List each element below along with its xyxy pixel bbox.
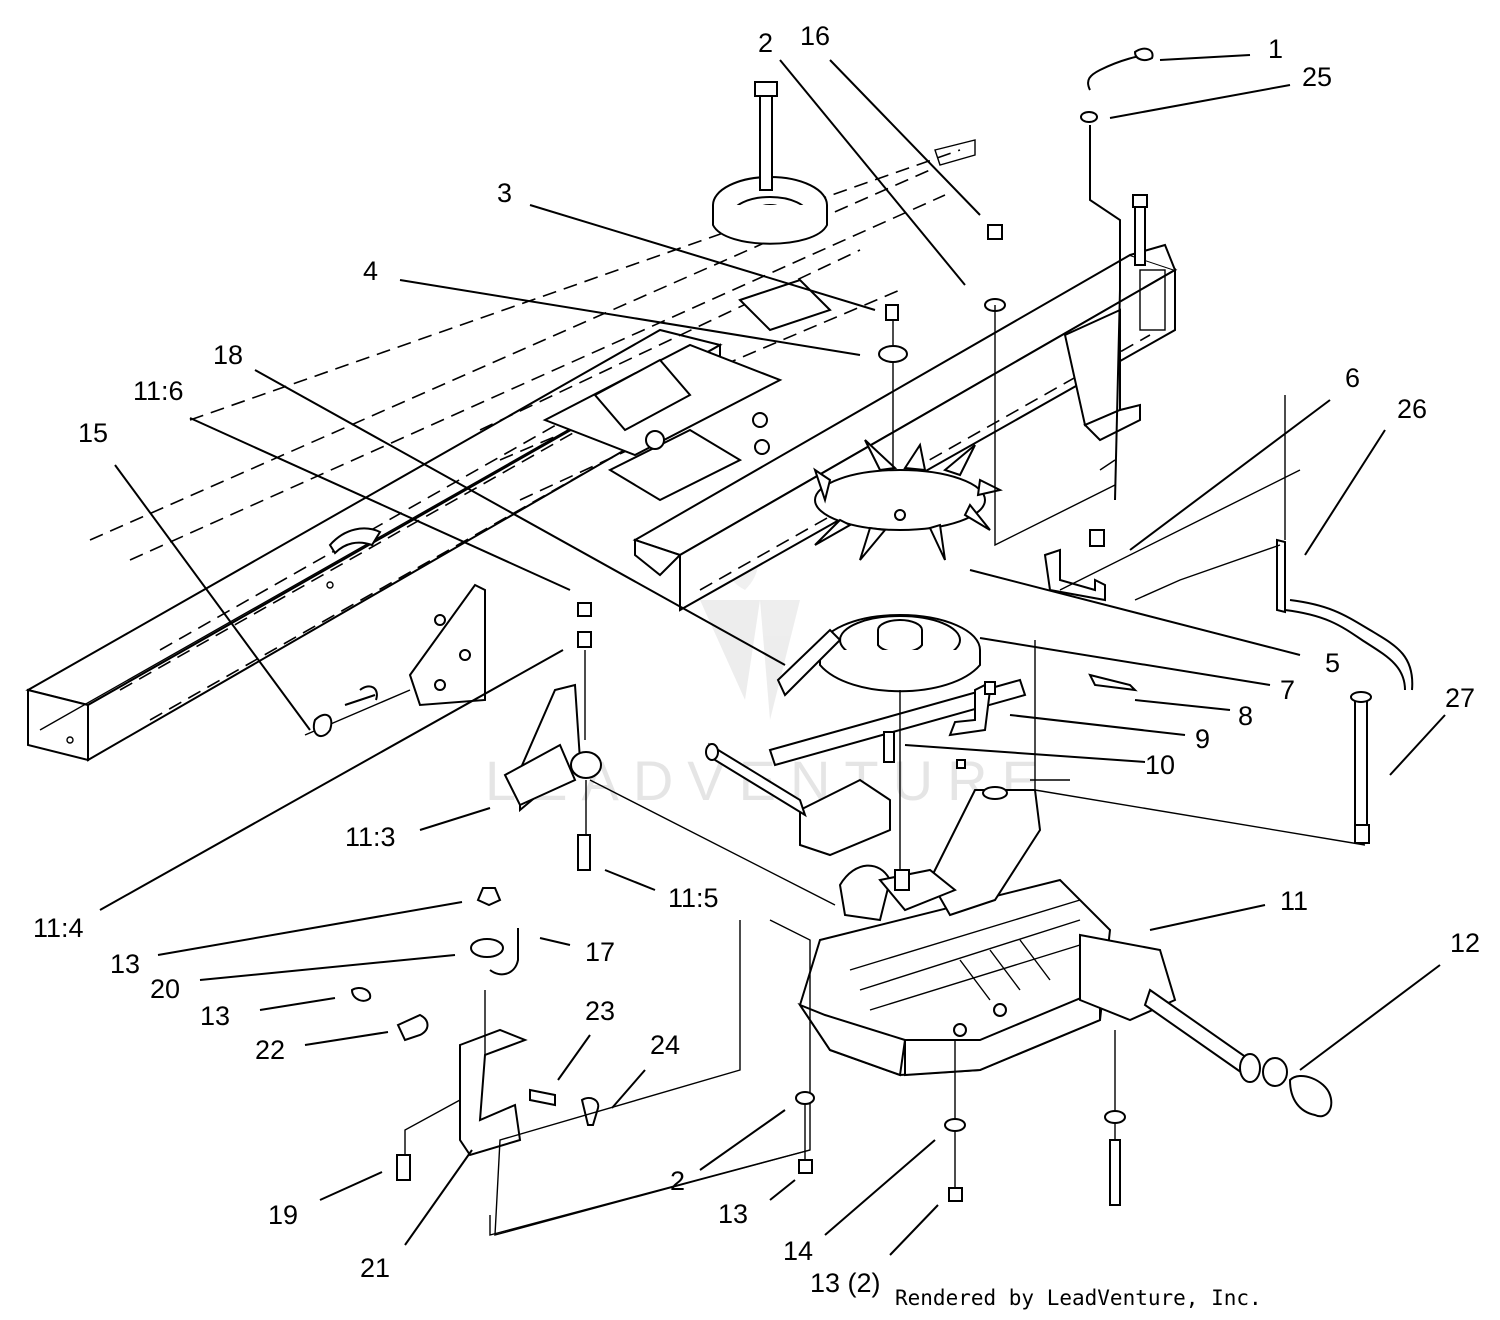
callout-6: 6 [1345, 363, 1360, 393]
callout-25: 25 [1302, 62, 1332, 92]
callout-5: 5 [1325, 648, 1340, 678]
callout-26: 26 [1397, 394, 1427, 424]
callout-7: 7 [1280, 675, 1295, 705]
lower-bracket-group [350, 887, 600, 1181]
callout-14: 14 [783, 1236, 813, 1266]
right-axle-parts [1262, 538, 1414, 1118]
callout-11-3: 11:3 [345, 822, 396, 852]
callout-18: 18 [213, 340, 243, 370]
cooling-fan [813, 439, 1003, 561]
callout-8: 8 [1238, 701, 1253, 731]
spring-assembly [304, 583, 486, 738]
callout-10: 10 [1145, 750, 1175, 780]
callout-1: 1 [1268, 34, 1283, 64]
callout-11-5: 11:5 [668, 883, 719, 913]
leader-lines [99, 54, 1446, 1256]
callout-13-2: 13 (2) [810, 1268, 881, 1298]
credit-text: Rendered by LeadVenture, Inc. [895, 1286, 1262, 1310]
callout-21: 21 [360, 1253, 390, 1283]
guide-lines [489, 305, 1366, 1236]
callout-11: 11 [1280, 886, 1308, 916]
callout-13-lower: 13 [718, 1199, 748, 1229]
hidden-frame-lines [89, 169, 946, 561]
callout-23: 23 [585, 996, 615, 1026]
transaxle [705, 742, 1261, 1083]
callout-12: 12 [1450, 928, 1480, 958]
idler-pulley [712, 81, 828, 245]
right-bracket [1063, 194, 1148, 442]
callout-2-top: 2 [758, 28, 773, 58]
callout-11-6: 11:6 [133, 376, 184, 406]
callout-13-mid: 13 [200, 1001, 230, 1031]
callout-17: 17 [585, 937, 615, 967]
link-rod-hardware [878, 47, 1154, 763]
callout-20: 20 [150, 974, 180, 1004]
callout-labels: 1 25 2 16 3 4 18 11:6 15 6 26 5 7 8 9 10… [33, 21, 1480, 1298]
drive-pulley [819, 614, 981, 693]
callout-15: 15 [78, 418, 108, 448]
frame-rail-right [189, 139, 1178, 612]
callout-3: 3 [497, 178, 512, 208]
callout-22: 22 [255, 1035, 285, 1065]
callout-19: 19 [268, 1200, 298, 1230]
callout-2-bottom: 2 [670, 1166, 685, 1196]
callout-4: 4 [363, 256, 378, 286]
callout-13-upper: 13 [110, 949, 140, 979]
control-arm-11-series [503, 602, 602, 871]
center-bracket [542, 278, 832, 502]
callout-9: 9 [1195, 724, 1210, 754]
callout-11-4: 11:4 [33, 913, 84, 943]
callout-24: 24 [650, 1030, 680, 1060]
callout-16: 16 [800, 21, 830, 51]
callout-27: 27 [1445, 683, 1475, 713]
